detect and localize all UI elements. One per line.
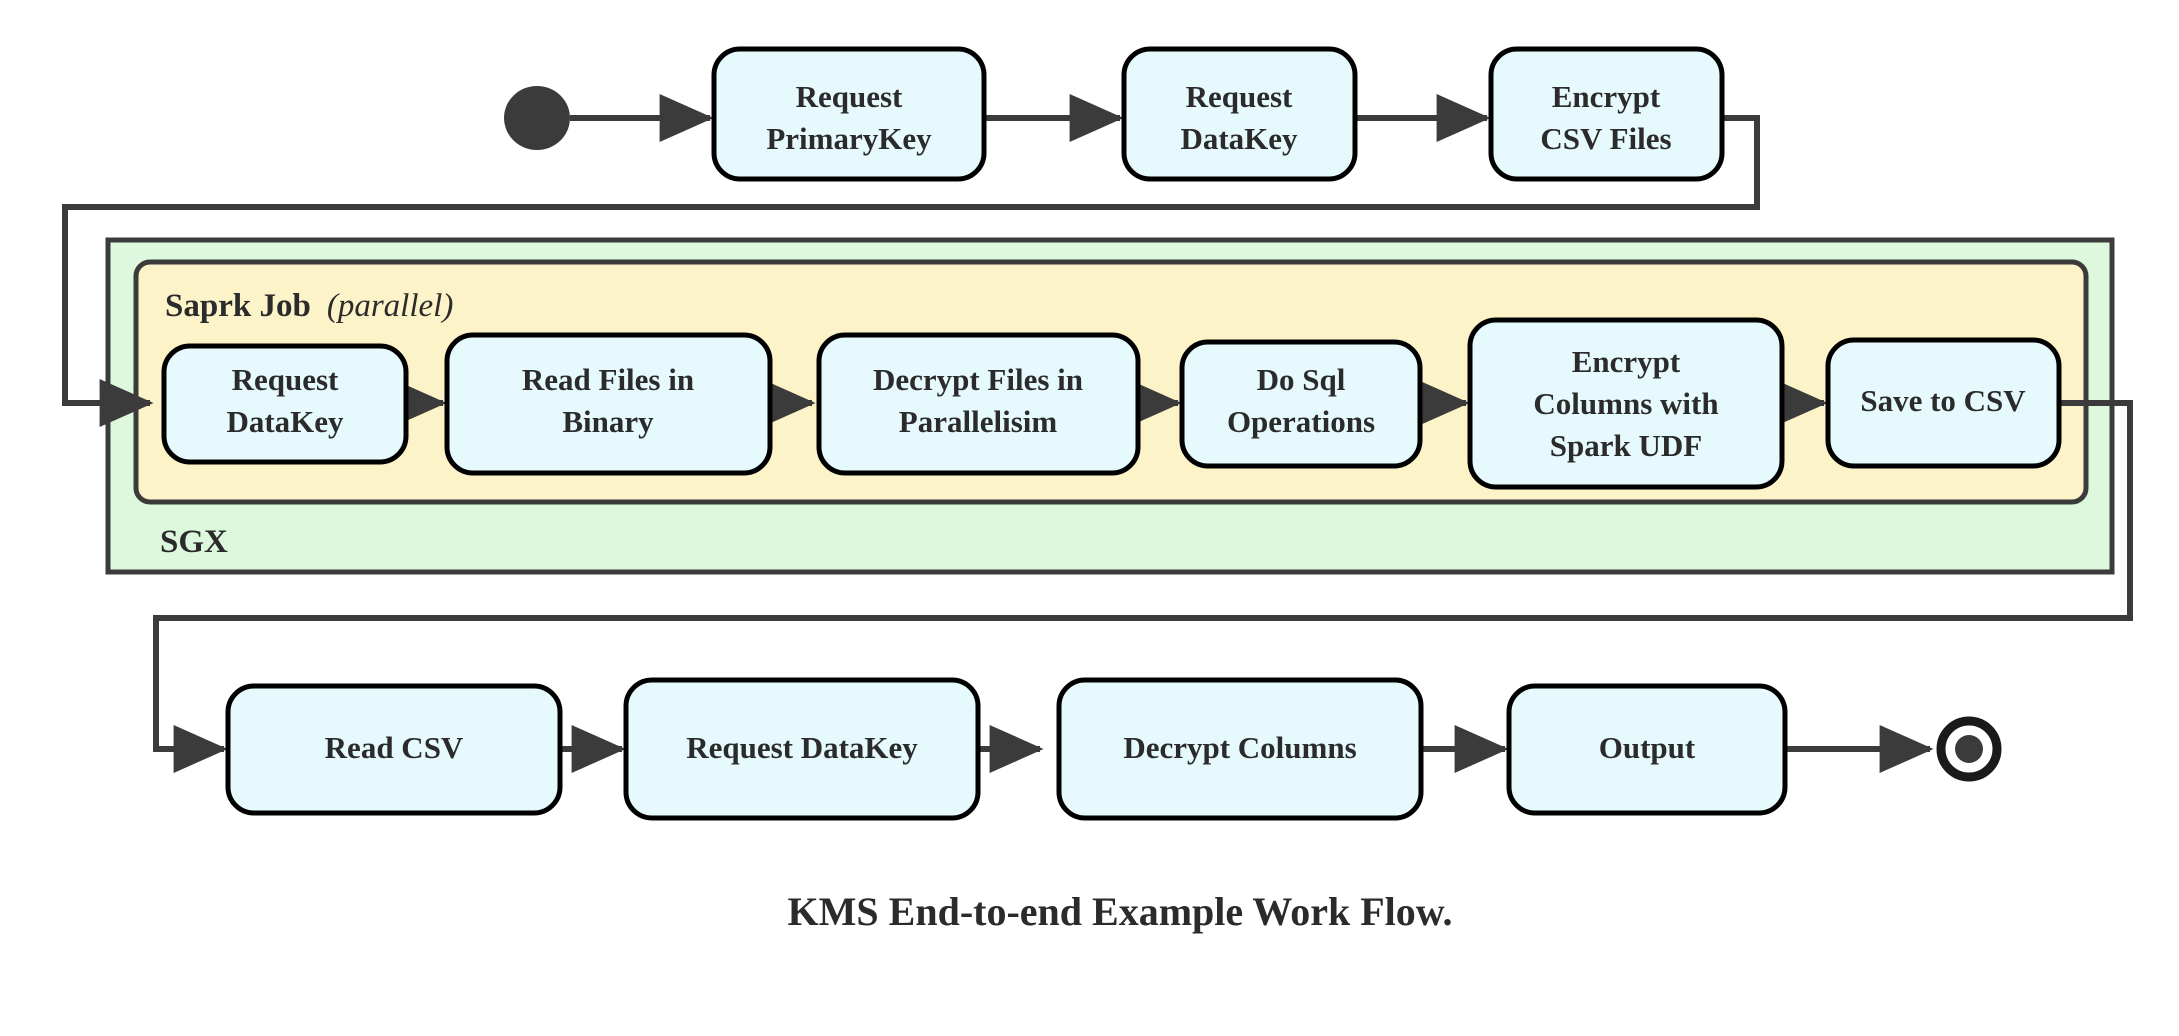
node-request-datakey-top[interactable]: Request DataKey xyxy=(1121,46,1358,182)
sgx-container-label: SGX xyxy=(160,524,228,560)
node-request-datakey-spark-line-2: DataKey xyxy=(226,404,344,439)
node-decrypt-files-in-parallelisim-rect[interactable] xyxy=(816,332,1141,476)
node-do-sql-operations-line-2: Operations xyxy=(1227,404,1375,439)
node-encrypt-columns-with-spark-udf[interactable]: Encrypt Columns with Spark UDF xyxy=(1467,317,1785,490)
spark-job-container-label: Saprk Job (parallel) xyxy=(165,288,453,324)
node-encrypt-columns-line-2: Columns with xyxy=(1533,386,1718,421)
node-decrypt-columns-rect[interactable] xyxy=(1056,677,1424,821)
node-decrypt-files-line-1: Decrypt Files in xyxy=(873,362,1083,397)
node-decrypt-files-in-parallelisim[interactable]: Decrypt Files in Parallelisim xyxy=(816,332,1141,476)
node-save-to-csv-line-1: Save to CSV xyxy=(1860,383,2026,418)
node-encrypt-columns-line-1: Encrypt xyxy=(1572,344,1681,379)
node-save-to-csv-rect[interactable] xyxy=(1825,337,2062,469)
node-request-primarykey-line-1: Request xyxy=(796,79,903,114)
node-read-csv[interactable]: Read CSV xyxy=(225,683,563,816)
node-encrypt-csv-files[interactable]: Encrypt CSV Files xyxy=(1488,46,1725,182)
node-request-primarykey-rect[interactable] xyxy=(711,46,987,182)
node-encrypt-csv-files-line-1: Encrypt xyxy=(1552,79,1661,114)
end-node xyxy=(1936,716,2002,782)
start-node xyxy=(504,86,570,150)
node-request-datakey-bottom[interactable]: Request DataKey xyxy=(623,677,981,821)
node-read-csv-line-1: Read CSV xyxy=(325,730,464,765)
node-read-csv-rect[interactable] xyxy=(225,683,563,816)
spark-job-modifier: parallel xyxy=(336,288,443,324)
node-request-datakey-top-rect[interactable] xyxy=(1121,46,1358,182)
node-output-line-1: Output xyxy=(1599,730,1696,765)
node-request-datakey-spark-line-1: Request xyxy=(232,362,339,397)
node-read-files-in-binary-line-1: Read Files in xyxy=(522,362,694,397)
node-decrypt-files-line-2: Parallelisim xyxy=(899,404,1058,439)
node-read-files-in-binary-line-2: Binary xyxy=(562,404,654,439)
edge-save-to-csv-to-read-csv xyxy=(153,400,2133,773)
node-request-datakey-top-line-1: Request xyxy=(1186,79,1293,114)
node-request-datakey-spark-rect[interactable] xyxy=(161,343,409,465)
node-encrypt-csv-files-rect[interactable] xyxy=(1488,46,1725,182)
node-decrypt-columns-line-1: Decrypt Columns xyxy=(1123,730,1356,765)
edge-encrypt-csv-files-to-spark-request-datakey xyxy=(62,115,1760,427)
spark-job-paren-close: ) xyxy=(440,288,453,324)
node-encrypt-csv-files-line-2: CSV Files xyxy=(1540,121,1671,156)
node-decrypt-columns[interactable]: Decrypt Columns xyxy=(1056,677,1424,821)
spark-job-paren-open: ( xyxy=(327,288,340,324)
node-encrypt-columns-rect[interactable] xyxy=(1467,317,1785,490)
node-do-sql-operations[interactable]: Do Sql Operations xyxy=(1179,339,1423,469)
node-request-datakey-bottom-rect[interactable] xyxy=(623,677,981,821)
spark-job-name: Saprk Job xyxy=(165,288,311,324)
node-encrypt-columns-line-3: Spark UDF xyxy=(1550,428,1702,463)
node-save-to-csv[interactable]: Save to CSV xyxy=(1825,337,2062,469)
node-request-datakey-bottom-line-1: Request DataKey xyxy=(686,730,918,765)
node-request-primarykey[interactable]: Request PrimaryKey xyxy=(711,46,987,182)
node-read-files-in-binary-rect[interactable] xyxy=(444,332,773,476)
node-do-sql-operations-rect[interactable] xyxy=(1179,339,1423,469)
node-read-files-in-binary[interactable]: Read Files in Binary xyxy=(444,332,773,476)
node-do-sql-operations-line-1: Do Sql xyxy=(1257,362,1346,397)
node-request-datakey-top-line-2: DataKey xyxy=(1180,121,1298,156)
node-output[interactable]: Output xyxy=(1506,683,1788,816)
diagram-caption: KMS End-to-end Example Work Flow. xyxy=(788,889,1453,934)
node-request-primarykey-line-2: PrimaryKey xyxy=(766,121,932,156)
node-output-rect[interactable] xyxy=(1506,683,1788,816)
node-request-datakey-spark[interactable]: Request DataKey xyxy=(161,343,409,465)
